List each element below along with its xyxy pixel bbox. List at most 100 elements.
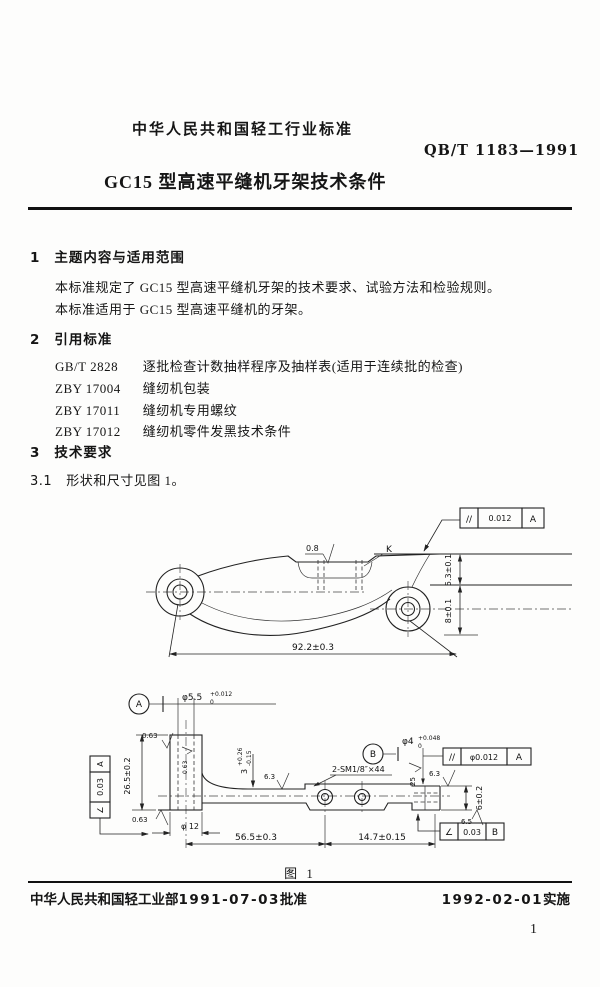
datum-reference: A — [516, 753, 523, 763]
view2-roughness-hub-top: 0.63 — [142, 732, 174, 749]
page-number: 1 — [530, 922, 537, 937]
datum-reference: A — [96, 761, 105, 767]
label-k: K — [386, 545, 393, 555]
section-1-paragraph-2: 本标准适用于 GC15 型高速平缝机的牙架。 — [55, 302, 312, 317]
roughness-value: 6.3 — [429, 770, 440, 778]
view2-roughness-fork-top: 6.3 — [429, 769, 456, 787]
view2-datum-a-callout: A φ5.5 +0.012 0 — [128, 691, 276, 715]
clause-3-1-number: 3.1 — [30, 474, 53, 489]
parallelism-icon: // — [466, 515, 473, 525]
view2-thread-callout: 2-SM1/8″×44 — [313, 765, 392, 787]
figure-1-drawing: // 0.012 A 0.8 K 5.3±0.1 8±0.1 — [89, 507, 572, 848]
section-1-paragraph-1: 本标准规定了 GC15 型高速平缝机牙架的技术要求、试验方法和检验规则。 — [55, 280, 501, 295]
view2-roughness-fork-bottom: 6.5 — [461, 809, 484, 826]
view2-left-fcf: A 0.03 ∠ — [89, 755, 149, 837]
tolerance-value: 0.012 — [489, 514, 512, 523]
view2-top-view: A φ5.5 +0.012 0 0.63 0.63 0.63 — [89, 691, 532, 848]
view1-parallelism-frame: // 0.012 A — [423, 507, 545, 552]
dim-step-tol-lower: -0.15 — [246, 750, 253, 766]
view2-datum-b-callout: B φ4 +0.048 0 — [362, 735, 440, 785]
view1-side-profile: // 0.012 A 0.8 K 5.3±0.1 8±0.1 — [146, 507, 572, 658]
view2-roughness-hub-bottom: 0.63 — [132, 809, 169, 826]
document-title: GC15 型高速平缝机牙架技术条件 — [104, 172, 387, 192]
view2-step-dim: 3 +0.26 -0.15 — [237, 747, 256, 788]
approval-date: 1991-07-03 — [178, 892, 280, 908]
datum-reference: A — [530, 515, 537, 525]
tolerance-value: 0.03 — [463, 828, 481, 837]
pin-tol-upper: +0.048 — [418, 735, 440, 742]
clause-3-1: 3.1 形状和尺寸见图 1。 — [30, 470, 185, 489]
bore-tol-upper: +0.012 — [210, 691, 232, 698]
section-2-title: 引用标准 — [54, 332, 113, 347]
roughness-value: 0.8 — [306, 544, 319, 553]
view2-bottom-fcf: ∠ 0.03 B — [415, 813, 505, 841]
view2-roughness-bore: 0.63 — [181, 746, 193, 774]
dim-step: 3 — [240, 769, 249, 774]
dim-fork-height: 8±0.1 — [444, 599, 453, 624]
roughness-value: 6.5 — [461, 818, 472, 826]
implementation-line: 1992-02-01实施 — [0, 888, 570, 908]
pin-diameter: φ4 — [402, 737, 414, 747]
header-rule — [28, 207, 572, 210]
angularity-icon: ∠ — [96, 806, 105, 813]
section-3-number: 3 — [30, 445, 41, 461]
implementation-word: 实施 — [543, 892, 570, 907]
approval-word: 批准 — [279, 892, 307, 907]
view1-roughness-top: 0.8 — [305, 543, 335, 564]
reference-row: ZBY 17011 缝纫机专用螺纹 — [55, 400, 237, 419]
dim-seat-height: 5.3±0.1 — [444, 554, 453, 586]
reference-name: 缝纫机专用螺纹 — [142, 403, 238, 418]
section-1-title: 主题内容与适用范围 — [54, 250, 185, 265]
footer-rule — [28, 881, 572, 883]
approval-org: 中华人民共和国轻工业部 — [30, 892, 179, 907]
thread-spec: 2-SM1/8″×44 — [332, 765, 385, 774]
roughness-value: 25 — [409, 777, 417, 786]
parallelism-icon: // — [449, 753, 456, 763]
implementation-date: 1992-02-01 — [441, 892, 543, 908]
section-1-heading: 1 主题内容与适用范围 — [30, 246, 185, 266]
reference-name: 逐批检查计数抽样程序及抽样表(适用于连续批的检查) — [142, 359, 463, 374]
roughness-value: 0.63 — [132, 816, 148, 824]
dim-step-tol-upper: +0.26 — [237, 747, 244, 766]
reference-name: 缝纫机包装 — [142, 381, 211, 396]
bore-diameter: φ5.5 — [182, 693, 202, 703]
roughness-value: 0.63 — [182, 760, 189, 774]
section-2-number: 2 — [30, 332, 41, 348]
view2-right-fcf: // φ0.012 A — [423, 747, 532, 766]
roughness-value: 6.3 — [264, 773, 275, 781]
approval-line: 中华人民共和国轻工业部1991-07-03批准 — [30, 888, 307, 908]
reference-row: GB/T 2828 逐批检查计数抽样程序及抽样表(适用于连续批的检查) — [55, 356, 463, 375]
dim-fork-length: 14.7±0.15 — [358, 833, 406, 843]
reference-row: ZBY 17004 缝纫机包装 — [55, 378, 210, 397]
bore-tol-lower: 0 — [210, 699, 214, 706]
dim-overall-length: 92.2±0.3 — [292, 643, 334, 653]
tolerance-value: 0.03 — [96, 778, 105, 796]
datum-reference: B — [492, 828, 498, 838]
datum-a-label: A — [136, 700, 143, 710]
section-3-heading: 3 技术要求 — [30, 441, 112, 461]
tolerance-value: φ0.012 — [470, 753, 498, 762]
clause-3-1-text: 形状和尺寸见图 1。 — [66, 473, 185, 488]
dim-fork-height: 6±0.2 — [475, 786, 484, 811]
datum-b-label: B — [370, 750, 376, 760]
standard-number: QB/T 1183—1991 — [424, 142, 580, 159]
section-1-number: 1 — [30, 250, 41, 266]
reference-row: ZBY 17012 缝纫机零件发黑技术条件 — [55, 421, 291, 440]
standard-org-line: 中华人民共和国轻工行业标准 — [132, 122, 354, 138]
reference-code: ZBY 17011 — [55, 403, 121, 418]
view2-roughness-pin-end: 25 — [408, 762, 422, 786]
roughness-value: 0.63 — [142, 732, 158, 740]
section-3-title: 技术要求 — [54, 445, 113, 460]
dim-hub-height: 26.5±0.2 — [123, 757, 132, 794]
section-2-heading: 2 引用标准 — [30, 328, 112, 348]
figure-caption: 图 1 — [284, 866, 316, 881]
angularity-icon: ∠ — [445, 828, 453, 838]
reference-name: 缝纫机零件发黑技术条件 — [142, 424, 292, 439]
reference-code: ZBY 17012 — [55, 424, 121, 439]
dim-hub-diameter: φ 12 — [181, 822, 199, 831]
dim-arm-length: 56.5±0.3 — [235, 833, 277, 843]
view2-roughness-arm: 6.3 — [264, 772, 290, 790]
reference-code: ZBY 17004 — [55, 381, 121, 396]
pin-tol-lower: 0 — [418, 743, 422, 750]
